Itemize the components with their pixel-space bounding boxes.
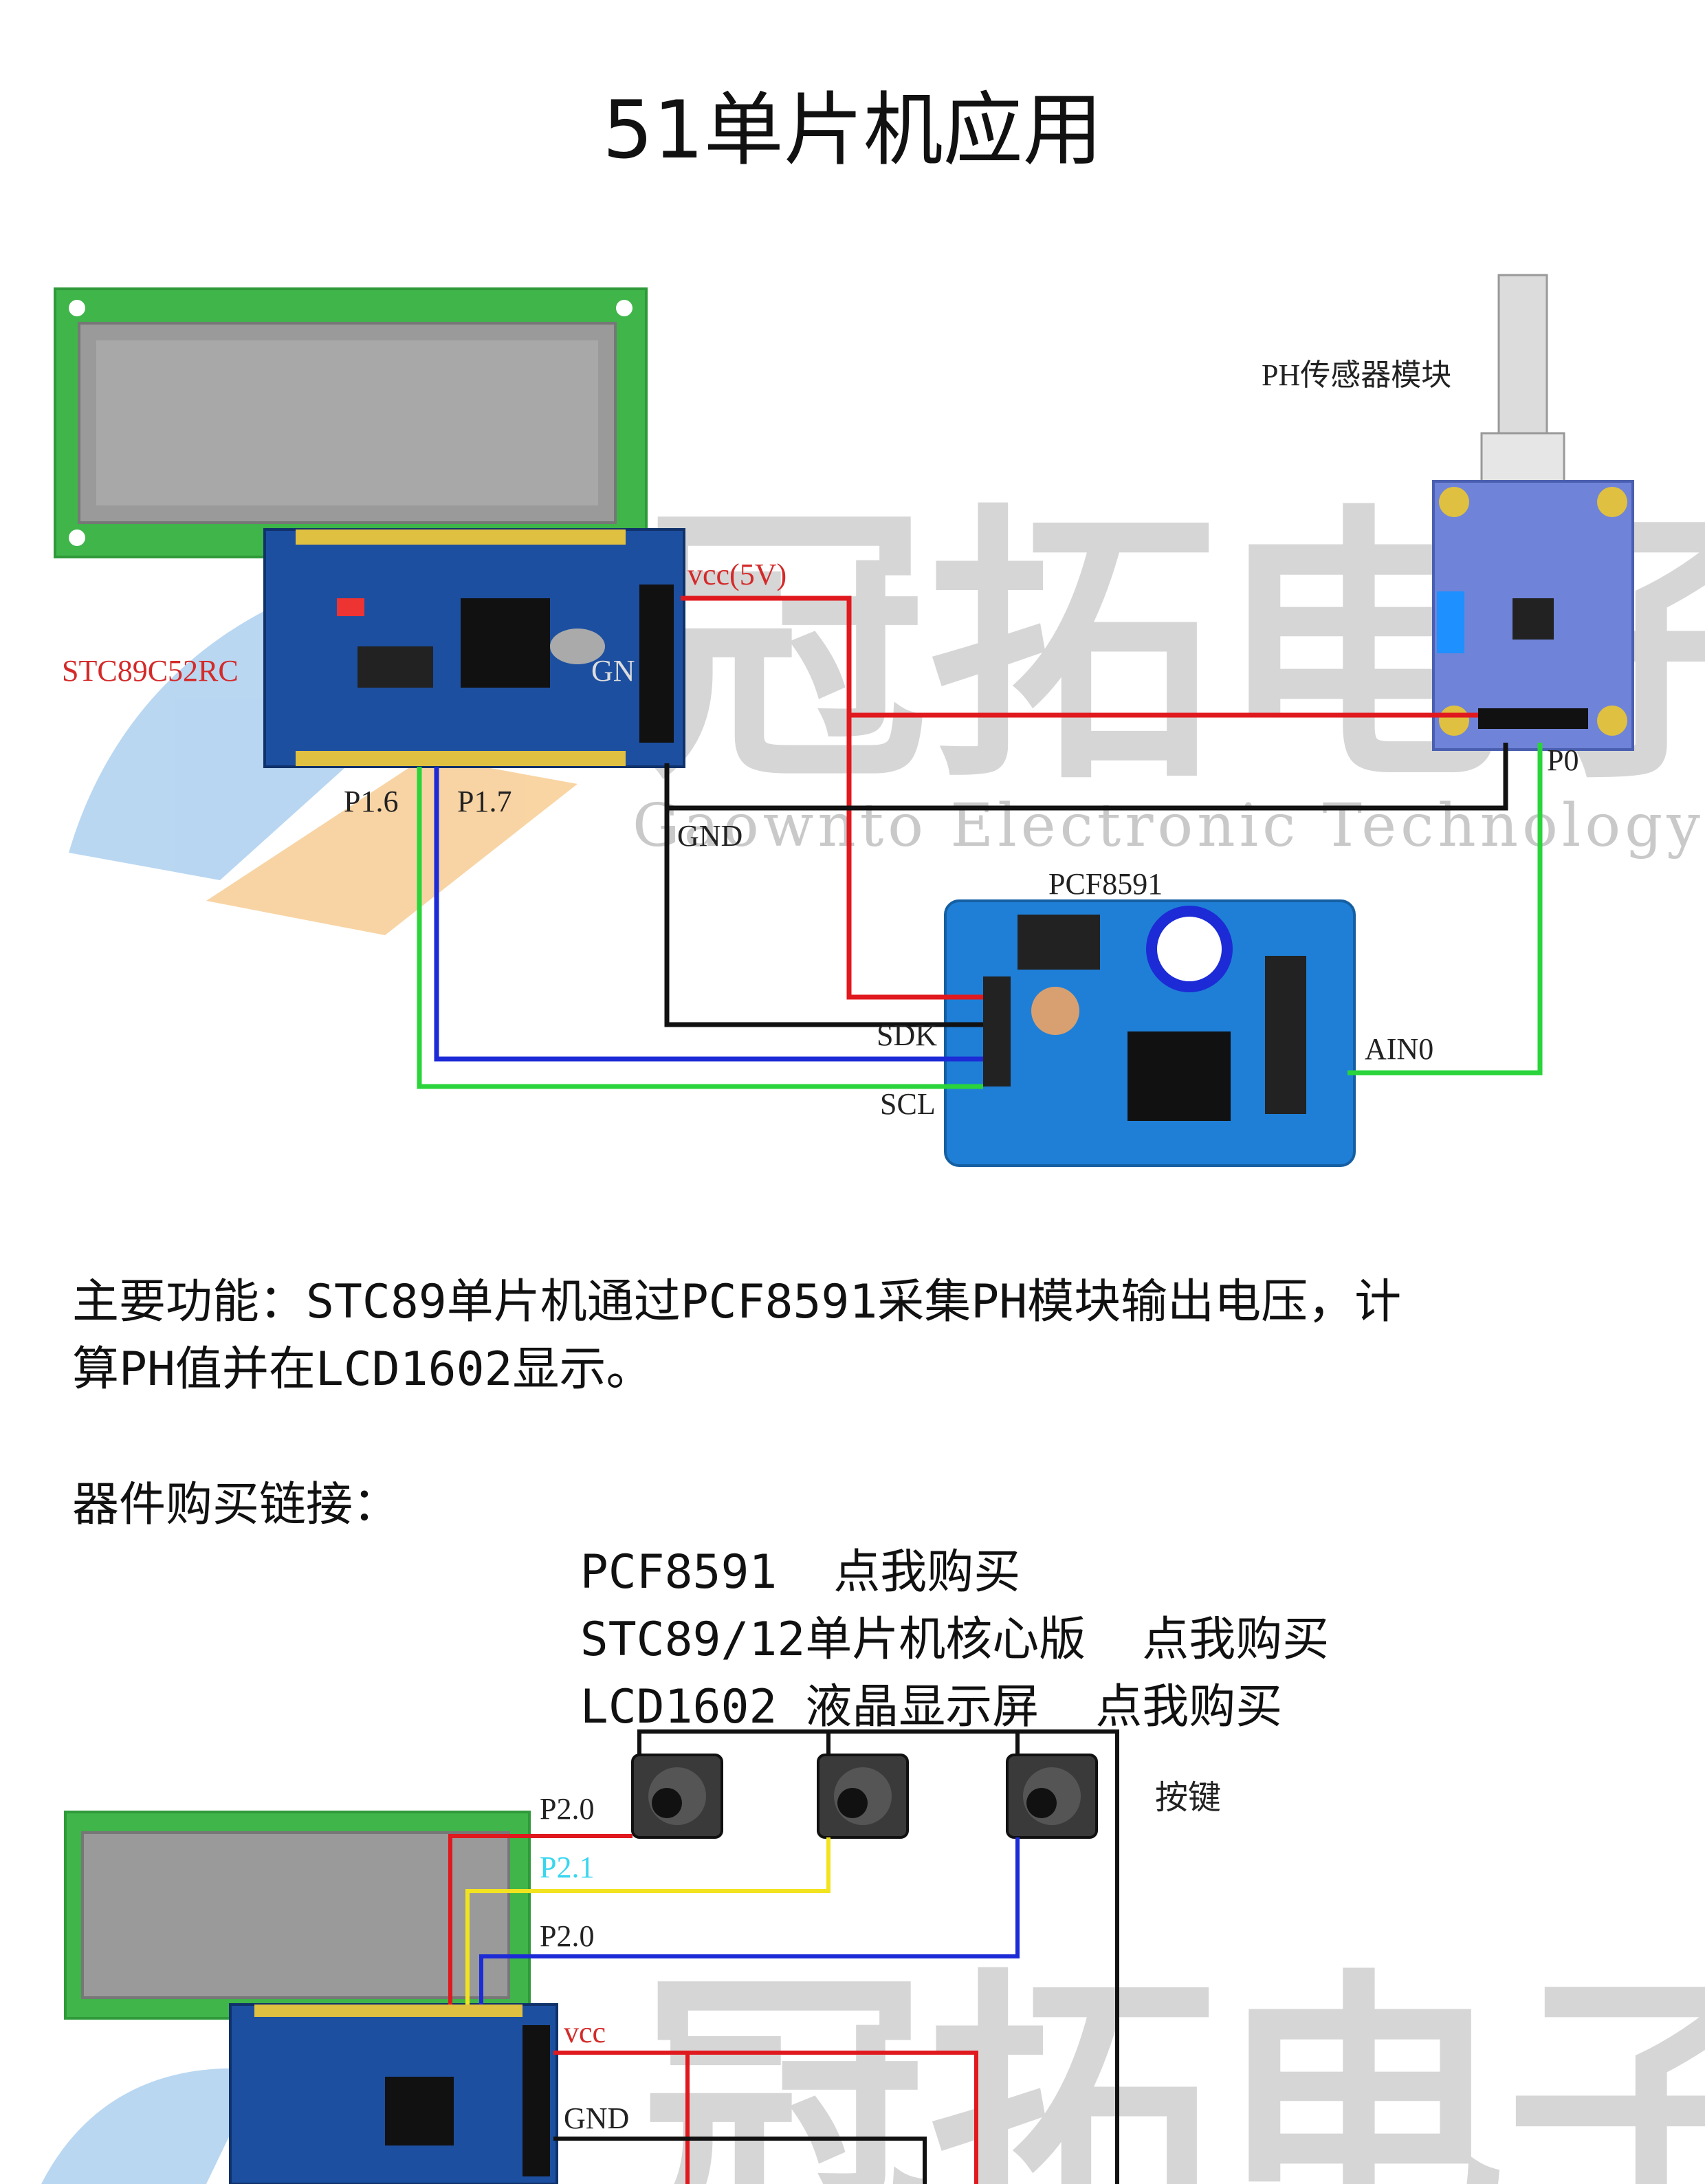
purchase-item-name: STC89/12单片机核心版 (580, 1613, 1086, 1667)
wire-vcc-red-2 (553, 2051, 978, 2184)
wire-p16-green (417, 767, 983, 1089)
wire-common-black (637, 1729, 1119, 2184)
label-p20-top: P2.0 (540, 1792, 594, 1826)
label-scl: SCL (880, 1087, 936, 1121)
lcd1602-module (54, 287, 648, 558)
label-p21: P2.1 (540, 1850, 594, 1884)
wire-vcc-red (681, 596, 1478, 1000)
label-ph-module: PH传感器模块 (1262, 358, 1451, 392)
purchase-item-name: PCF8591 (580, 1545, 778, 1599)
ph-sensor-module (1432, 274, 1634, 751)
buy-link-pcf8591[interactable]: 点我购买 (833, 1545, 1021, 1599)
stc89c52rc-board (263, 528, 685, 768)
wire-p20-red (448, 1834, 632, 2005)
label-vcc-2: vcc (564, 2016, 606, 2049)
label-ain0: AIN0 (1365, 1032, 1433, 1066)
wire-gnd-black (664, 743, 1508, 1027)
buy-link-lcd1602[interactable]: 点我购买 (1095, 1680, 1283, 1734)
watermark-cn-2: 冠拓电子 (639, 1947, 1705, 2184)
purchase-label: 器件购买链接： (72, 1478, 400, 1532)
label-mcu: STC89C52RC (62, 654, 239, 688)
label-p17: P1.7 (457, 785, 512, 818)
wire-gnd-black-2 (553, 2137, 927, 2184)
key-switch (1006, 1754, 1098, 1839)
buy-link-stc89-core[interactable]: 点我购买 (1142, 1613, 1330, 1667)
wire-p17-blue (434, 767, 983, 1062)
watermark-logo-2 (41, 2068, 261, 2184)
lcd1602-module-2 (64, 1811, 531, 2020)
label-p0: P0 (1547, 743, 1578, 777)
description-line-2: 算PH值并在LCD1602显示。 (72, 1342, 653, 1397)
label-gnd: GND (677, 819, 742, 853)
purchase-item-name: LCD1602 液晶显示屏 (580, 1680, 1040, 1734)
wire-p21-yellow (465, 1837, 830, 2005)
label-gnd-2: GND (564, 2101, 629, 2135)
purchase-item: PCF8591 点我购买 (468, 1472, 1020, 1674)
wiring-diagram-keys: 冠拓电子 (41, 1729, 1705, 2184)
label-keys: 按键 (1155, 1778, 1221, 1817)
pcf8591-module (944, 899, 1356, 1167)
purchase-item: LCD1602 液晶显示屏 点我购买 (468, 1606, 1282, 1809)
page-title: 51单片机应用 (602, 84, 1103, 177)
description-line-1: 主要功能：STC89单片机通过PCF8591采集PH模块输出电压，计 (72, 1275, 1402, 1329)
stc89-board-2 (229, 2003, 558, 2184)
wire-p20b-blue (479, 1837, 1020, 2005)
wiring-diagram-ph: 冠拓电子 Gaownto Electronic Technology (54, 274, 1705, 1167)
label-gn: GN (591, 654, 635, 688)
label-sdk: SDK (877, 1018, 937, 1052)
label-p16: P1.6 (344, 785, 398, 818)
key-switch (631, 1754, 723, 1839)
label-p20-bottom: P2.0 (540, 1919, 594, 1953)
wire-ain0-green (1348, 743, 1543, 1075)
label-pcf8591: PCF8591 (1048, 867, 1163, 901)
label-vcc: vcc(5V) (688, 558, 786, 591)
purchase-item: STC89/12单片机核心版 点我购买 (468, 1539, 1329, 1741)
key-switch (817, 1754, 909, 1839)
watermark-en: Gaownto Electronic Technology (632, 791, 1704, 860)
